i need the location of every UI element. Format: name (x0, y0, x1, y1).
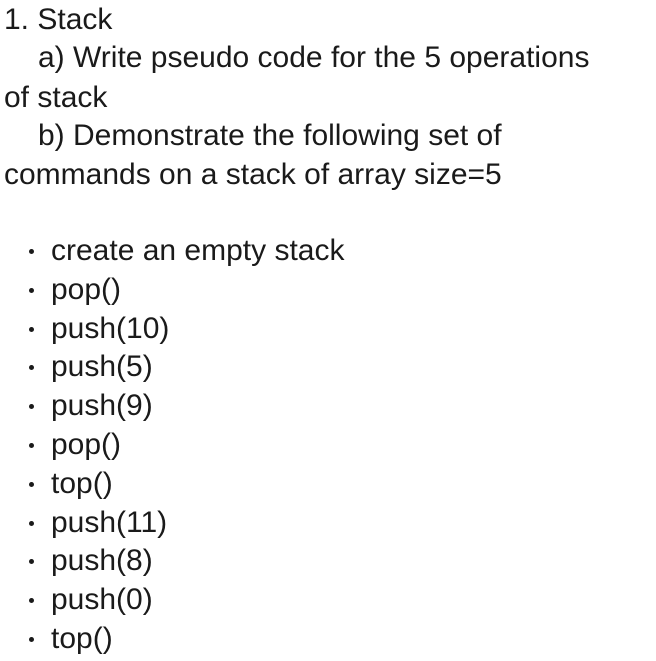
command-text: create an empty stack (51, 234, 345, 267)
bullet-icon (29, 559, 34, 565)
part-b-text-line2: commands on a stack of array size=5 (4, 158, 502, 191)
bullet-icon (29, 365, 34, 371)
command-text: push(10) (51, 311, 170, 345)
bullet-icon (29, 598, 34, 604)
command-text: pop() (51, 427, 122, 461)
bullet-icon (29, 287, 34, 293)
part-a-text-line2: of stack (4, 81, 108, 114)
bullet-icon (29, 249, 34, 254)
command-text: push(0) (51, 583, 153, 617)
command-text: pop() (51, 272, 122, 306)
command-text: push(8) (51, 544, 153, 578)
part-a-text-line1: a) Write pseudo code for the 5 operation… (38, 41, 590, 74)
bullet-icon (29, 326, 34, 332)
command-text: push(9) (51, 389, 153, 423)
bullet-icon (29, 442, 34, 448)
command-text: push(11) (51, 505, 168, 539)
bullet-icon (29, 404, 34, 410)
command-text: top() (51, 466, 113, 500)
command-text: top() (51, 621, 113, 655)
bullet-icon (29, 481, 34, 487)
question-title: 1. Stack (4, 3, 113, 36)
command-text: push(5) (51, 350, 153, 384)
bullet-icon (29, 636, 34, 642)
part-b-text-line1: b) Demonstrate the following set of (38, 119, 502, 152)
bullet-icon (29, 520, 34, 526)
